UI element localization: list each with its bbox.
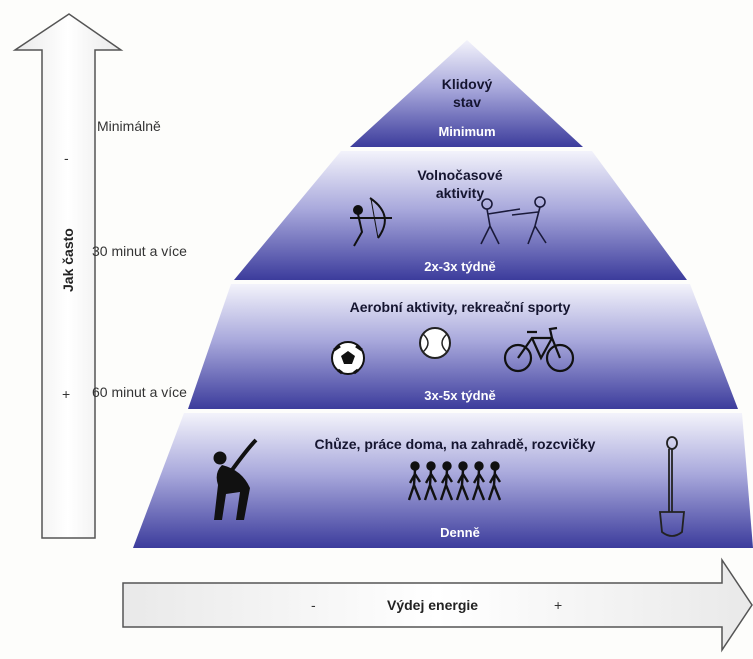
tier-4-frequency: Denně [440, 525, 480, 540]
tier-1-shape [350, 40, 583, 147]
tier-2-title-line1: Volnočasové [417, 167, 503, 183]
vertical-axis-plus-sign: + [62, 386, 71, 402]
tennis-ball-icon [419, 327, 451, 359]
tier-2-frequency: 2x-3x týdně [424, 259, 496, 274]
archer-icon [350, 197, 392, 247]
energy-axis-minus-sign: - [311, 597, 316, 613]
walking-people-icon [407, 461, 502, 501]
bicycle-icon [503, 326, 575, 373]
tier-1-title: Klidový stav [407, 75, 527, 111]
garden-spade-icon [659, 436, 685, 537]
tier-2-shape [234, 151, 687, 280]
tier-1-frequency: Minimum [438, 124, 496, 139]
horizontal-energy-arrow [122, 557, 753, 653]
energy-axis-plus-sign: + [554, 597, 563, 613]
duration-label-30min: 30 minut a více [92, 243, 187, 259]
duration-label-minimal: Minimálně [97, 118, 161, 134]
tier-3-frequency: 3x-5x týdně [424, 388, 496, 403]
tier-2-title-line2: aktivity [435, 185, 485, 201]
tier-2-title: Volnočasové aktivity [370, 166, 550, 202]
vertical-axis-label: Jak často [60, 228, 76, 292]
tier-3-shape [188, 284, 738, 409]
tier-3-title: Aerobní aktivity, rekreační sporty [349, 299, 571, 315]
tier-1-title-line1: Klidový [441, 76, 493, 92]
fencers-icon [480, 196, 547, 245]
vertical-axis-minus-sign: - [64, 150, 69, 166]
tier-1-title-line2: stav [452, 94, 482, 110]
vertical-frequency-arrow [12, 13, 124, 539]
energy-axis-label: Výdej energie [387, 597, 479, 613]
soccer-ball-icon [331, 341, 365, 375]
duration-label-60min: 60 minut a více [92, 384, 187, 400]
stretching-person-icon [213, 438, 258, 520]
tier-4-title: Chůze, práce doma, na zahradě, rozcvičky [314, 436, 596, 452]
